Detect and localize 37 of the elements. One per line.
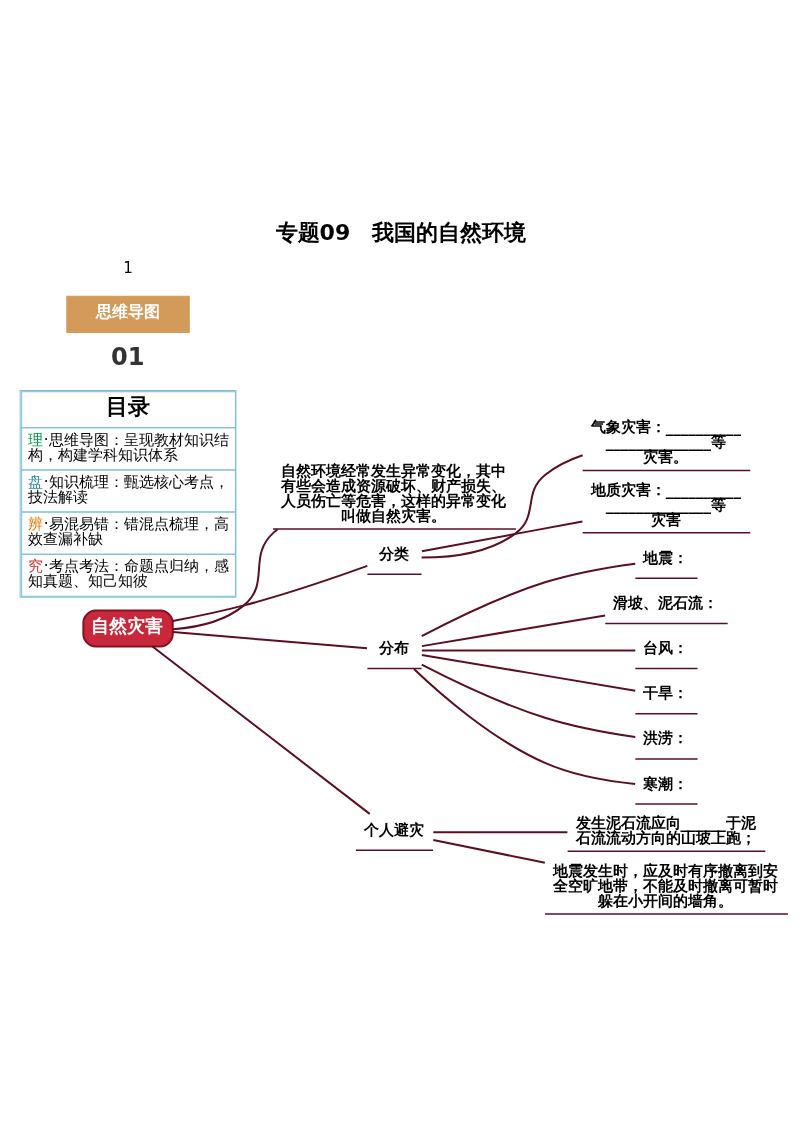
connector <box>172 630 368 649</box>
node-text: 自然环境经常发生异常变化，其中有些会造成资源破坏、财产损失、人员伤亡等危害，这样的异常变化叫做自然灾害。 <box>281 461 507 525</box>
node-text: 台风： <box>643 638 689 657</box>
connector <box>421 453 583 559</box>
connector <box>421 613 606 647</box>
connector <box>413 667 636 785</box>
connector <box>421 520 583 552</box>
connector <box>433 830 568 833</box>
node-text: 洪涝： <box>643 728 689 747</box>
node-box: 自然灾害 <box>82 608 174 648</box>
label: 1 <box>123 258 133 277</box>
node-text: 个人避灾 <box>363 820 424 839</box>
label: 辨·易混易错：错混点梳理，高效查漏补缺 <box>27 514 229 548</box>
label: 目录 <box>106 393 151 419</box>
connector <box>151 645 371 815</box>
label: 盘·知识梳理：甄选核心考点，技法解读 <box>27 472 229 506</box>
connector <box>421 663 636 738</box>
label: 究·考点考法：命题点归纳，感知真题、知己知彼 <box>27 556 229 590</box>
node-text: 地震： <box>643 548 689 567</box>
node-text: 地震发生时，应及时有序撤离到安全空旷地带，不能及时撤离可暂时躲在小开间的墙角。 <box>553 861 779 910</box>
node-text: 地质灾害：________________________等灾害 <box>590 479 741 529</box>
node-text: 干旱： <box>643 683 689 702</box>
node-text: 气象灾害：________________________等灾害。 <box>590 417 741 466</box>
connector <box>421 649 636 652</box>
label: 思维导图 <box>95 301 160 321</box>
label: 理·思维导图：呈现教材知识结构，构建学科知识体系 <box>27 430 229 464</box>
connector <box>172 564 368 622</box>
diagram-title: 专题09 我国的自然环境 <box>275 219 527 245</box>
connector <box>433 838 546 864</box>
connector <box>172 528 279 630</box>
node-text: 分类 <box>378 544 409 563</box>
node-text: 滑坡、泥石流： <box>613 593 719 612</box>
connector <box>421 562 636 637</box>
node-text: 分布 <box>378 638 409 657</box>
node-text: 寒潮： <box>643 774 689 793</box>
label: 01 <box>110 342 145 371</box>
connector <box>421 653 636 692</box>
